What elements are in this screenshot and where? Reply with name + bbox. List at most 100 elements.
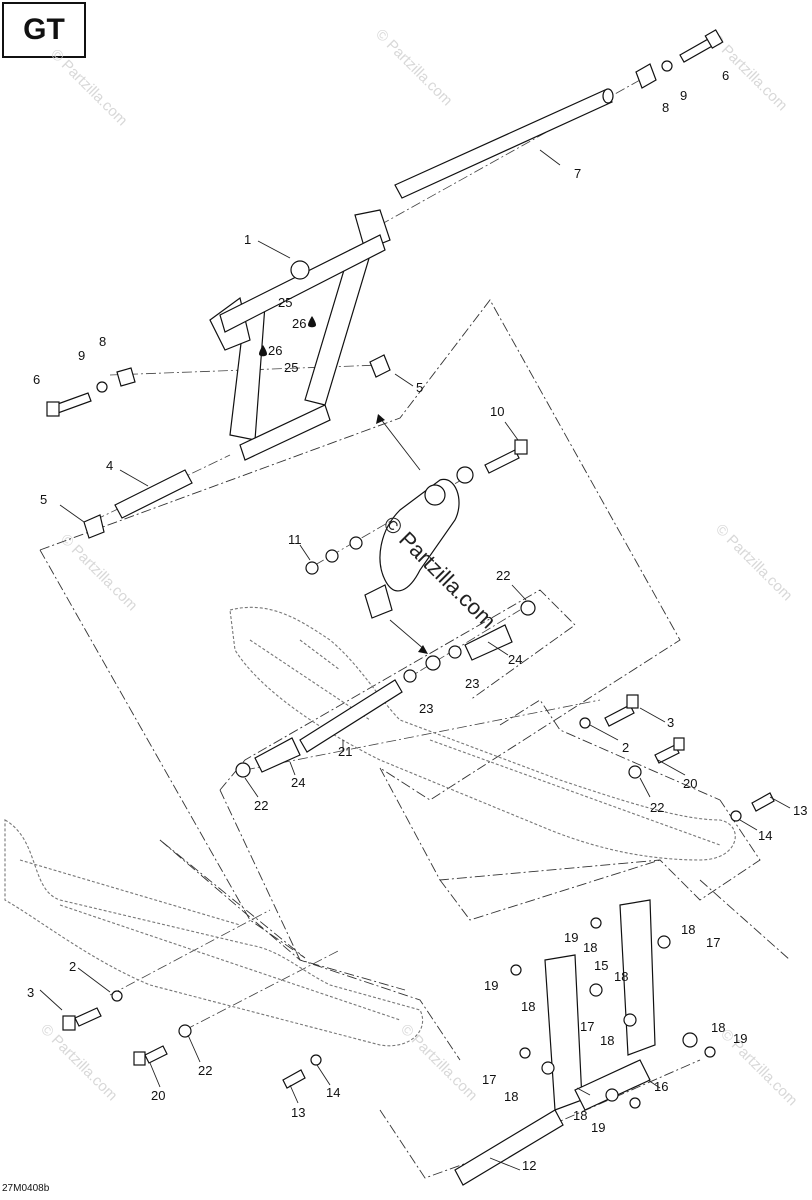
pivot-16 bbox=[574, 1059, 651, 1111]
callout-6: 6 bbox=[722, 68, 729, 83]
shock-absorber bbox=[364, 478, 460, 619]
spacer-24-left bbox=[254, 737, 301, 773]
washer-9-left bbox=[96, 381, 108, 393]
shaft-12 bbox=[454, 1109, 564, 1186]
callout-18: 18 bbox=[583, 940, 597, 955]
callout-5: 5 bbox=[40, 492, 47, 507]
left-rail bbox=[4, 819, 424, 1047]
bushing-10a bbox=[456, 466, 474, 484]
shaft-4 bbox=[114, 469, 193, 519]
bolt-13-right bbox=[751, 792, 775, 812]
bolt-20-right bbox=[654, 737, 685, 764]
washer-23-left bbox=[403, 669, 417, 683]
callout-18: 18 bbox=[504, 1089, 518, 1104]
callout-25: 25 bbox=[284, 360, 298, 375]
reference-code: 27M0408b bbox=[2, 1183, 50, 1194]
callout-21: 21 bbox=[338, 744, 352, 759]
callout-20: 20 bbox=[151, 1088, 165, 1103]
callout-8: 8 bbox=[662, 100, 669, 115]
model-label: GT bbox=[2, 2, 86, 58]
assembly-outlines bbox=[39, 299, 791, 1179]
callout-16: 16 bbox=[654, 1079, 668, 1094]
callout-24: 24 bbox=[291, 775, 305, 790]
callout-7: 7 bbox=[574, 166, 581, 181]
washer-2-right bbox=[579, 717, 591, 729]
washer-2-left bbox=[111, 990, 123, 1002]
callout-13: 13 bbox=[793, 803, 807, 818]
washer-14-left bbox=[310, 1054, 322, 1066]
watermark: © Partzilla.com bbox=[372, 26, 455, 109]
callout-18: 18 bbox=[614, 969, 628, 984]
callout-25: 25 bbox=[278, 295, 292, 310]
callout-18: 18 bbox=[521, 999, 535, 1014]
callout-9: 9 bbox=[680, 88, 687, 103]
washer-22-mid bbox=[628, 765, 642, 779]
callout-18: 18 bbox=[573, 1108, 587, 1123]
direction-arrows bbox=[376, 414, 428, 654]
callout-22: 22 bbox=[254, 798, 268, 813]
washer-9-top bbox=[661, 60, 673, 72]
callout-19: 19 bbox=[733, 1031, 747, 1046]
bolt-3-left bbox=[62, 1007, 102, 1031]
callout-18: 18 bbox=[711, 1020, 725, 1035]
callout-17: 17 bbox=[580, 1019, 594, 1034]
nut-11 bbox=[305, 561, 319, 575]
callout-1: 1 bbox=[244, 232, 251, 247]
callout-11: 11 bbox=[288, 532, 302, 547]
callout-23: 23 bbox=[419, 701, 433, 716]
bushing-5-right bbox=[369, 354, 391, 378]
callout-labels: 1 25 26 26 25 9 8 6 5 4 5 6 9 8 7 10 11 … bbox=[27, 68, 807, 1173]
callout-15: 15 bbox=[594, 958, 608, 973]
callout-19: 19 bbox=[564, 930, 578, 945]
callout-6: 6 bbox=[33, 372, 40, 387]
right-rail bbox=[229, 606, 736, 861]
bolt-10 bbox=[484, 439, 528, 474]
callout-20: 20 bbox=[683, 776, 697, 791]
washer-14-right bbox=[730, 810, 742, 822]
washer-23-right bbox=[448, 645, 462, 659]
watermark: © Partzilla.com bbox=[397, 1021, 480, 1104]
callout-8: 8 bbox=[99, 334, 106, 349]
callout-14: 14 bbox=[758, 828, 772, 843]
callout-10: 10 bbox=[490, 404, 504, 419]
bushing-8-left bbox=[116, 367, 136, 387]
callout-18: 18 bbox=[600, 1033, 614, 1048]
bolt-20-left bbox=[133, 1045, 168, 1066]
watermark: © Partzilla.com bbox=[717, 1026, 800, 1109]
callout-19: 19 bbox=[591, 1120, 605, 1135]
callout-18: 18 bbox=[681, 922, 695, 937]
bolt-6-top bbox=[679, 29, 724, 63]
bolt-6-left bbox=[46, 392, 92, 417]
shaft-7 bbox=[394, 88, 614, 199]
bushing-8-top bbox=[635, 63, 657, 89]
bushing-11 bbox=[349, 536, 363, 550]
washer-11 bbox=[325, 549, 339, 563]
lubricant-icon bbox=[259, 345, 267, 357]
callout-23: 23 bbox=[465, 676, 479, 691]
watermark: © Partzilla.com bbox=[712, 521, 795, 604]
callout-2: 2 bbox=[69, 959, 76, 974]
leader-lines bbox=[39, 149, 791, 1171]
bolt-13-left bbox=[282, 1069, 306, 1089]
callout-17: 17 bbox=[706, 935, 720, 950]
washer-22-right bbox=[520, 600, 536, 616]
callout-24: 24 bbox=[508, 652, 522, 667]
bushing-23 bbox=[425, 655, 441, 671]
callout-3: 3 bbox=[667, 715, 674, 730]
callout-19: 19 bbox=[484, 978, 498, 993]
rear-hardware bbox=[510, 917, 716, 1109]
callout-22: 22 bbox=[198, 1063, 212, 1078]
callout-9: 9 bbox=[78, 348, 85, 363]
washer-22-low bbox=[178, 1024, 192, 1038]
callout-5: 5 bbox=[416, 380, 423, 395]
callout-2: 2 bbox=[622, 740, 629, 755]
callout-26: 26 bbox=[268, 343, 282, 358]
callout-4: 4 bbox=[106, 458, 113, 473]
callout-3: 3 bbox=[27, 985, 34, 1000]
front-arm bbox=[209, 209, 391, 461]
bushing-5-left bbox=[83, 514, 105, 539]
callout-22: 22 bbox=[496, 568, 510, 583]
callout-14: 14 bbox=[326, 1085, 340, 1100]
callout-12: 12 bbox=[522, 1158, 536, 1173]
